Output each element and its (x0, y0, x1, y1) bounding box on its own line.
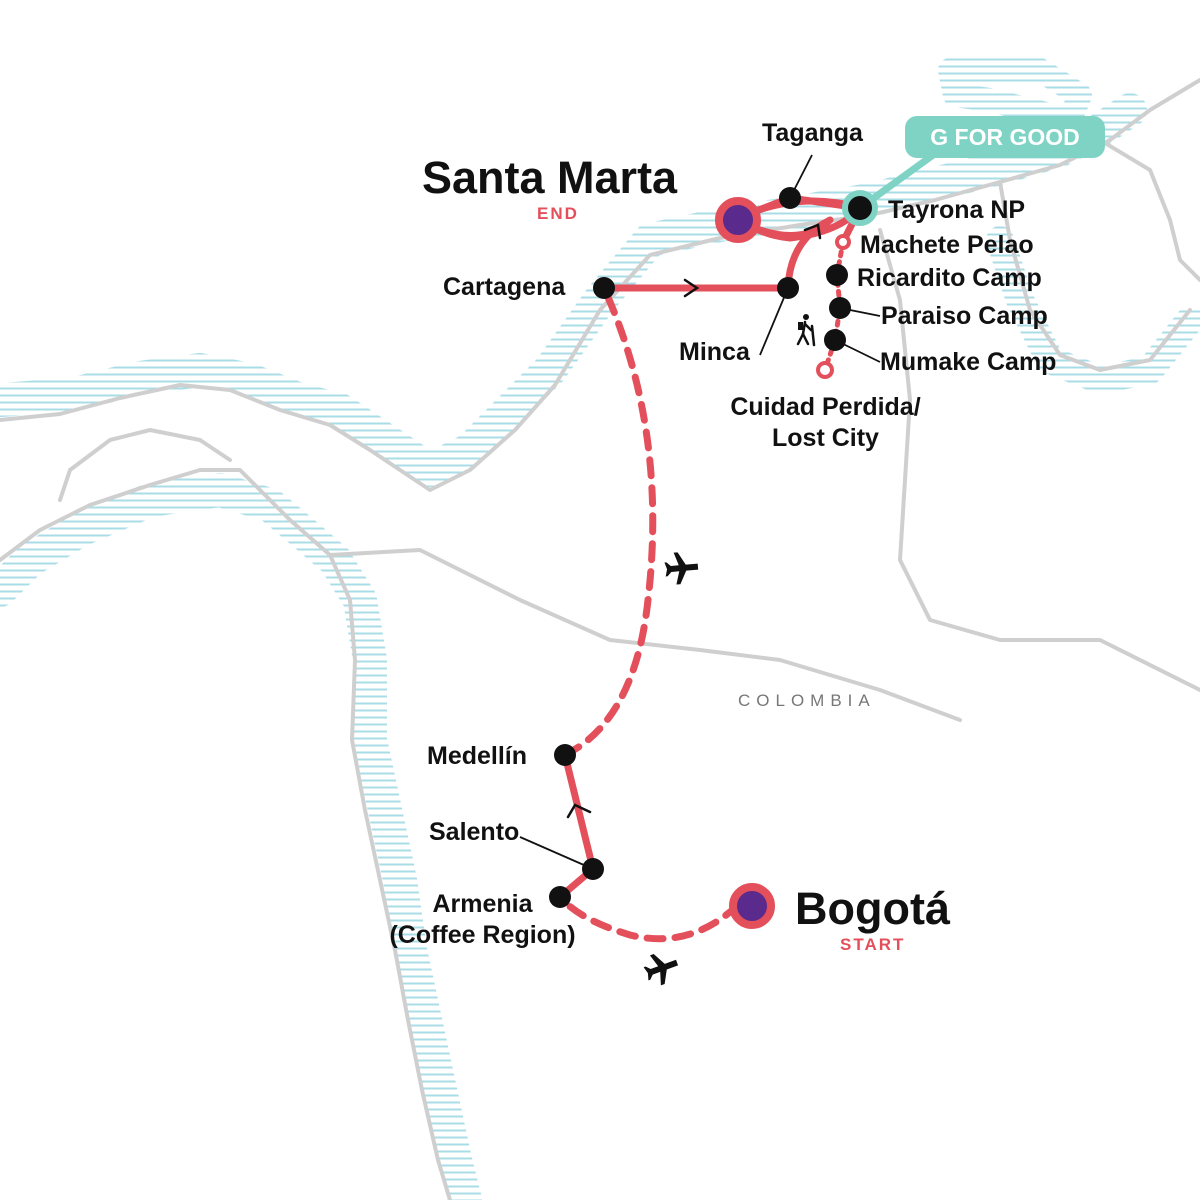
plane-icon (643, 953, 679, 986)
stop-marker-mumake (824, 329, 846, 351)
stop-marker-machete (835, 234, 851, 250)
stop-marker-minca (777, 277, 799, 299)
stop-label-paraiso: Paraiso Camp (881, 302, 1048, 330)
stop-marker-paraiso (829, 297, 851, 319)
endpoint-marker-santa-marta (715, 197, 761, 243)
stop-label-cartagena: Cartagena (443, 273, 566, 301)
flight-medellin-cartagena (561, 284, 657, 759)
stop-label-taganga: Taganga (762, 119, 863, 147)
stop-label-mumake: Mumake Camp (880, 348, 1057, 376)
stop-marker-medellin (554, 744, 576, 766)
stop-label-ricardito: Ricardito Camp (857, 264, 1042, 292)
coastlines (0, 78, 1200, 1200)
stop-label-lost-city-line1: Cuidad Perdida/ (730, 393, 921, 421)
stop-label-salento: Salento (429, 818, 520, 846)
coastal-sea-hatch (0, 58, 1200, 1200)
endpoint-marker-bogota (729, 883, 775, 929)
stop-label-tayrona: Tayrona NP (888, 196, 1026, 224)
stop-marker-lost-city (816, 361, 834, 379)
stop-label-machete: Machete Pelao (860, 231, 1034, 259)
stop-marker-salento (582, 858, 604, 880)
stop-marker-ricardito (826, 264, 848, 286)
plane-icon (664, 552, 699, 585)
route-salento-medellin (561, 751, 597, 873)
stop-marker-cartagena (593, 277, 615, 299)
stop-label-medellin: Medellín (427, 742, 528, 770)
end-city-label: Santa Marta (422, 152, 678, 203)
stop-label-lost-city: Cuidad Perdida/ Lost City (713, 392, 938, 455)
label-leader-lines (519, 154, 881, 870)
stop-label-armenia-line1: Armenia (432, 890, 533, 918)
stop-marker-tayrona (842, 190, 878, 226)
direction-arrow-icon (566, 223, 822, 819)
hiker-icon (796, 314, 816, 347)
stop-marker-taganga (779, 187, 801, 209)
country-label: COLOMBIA (738, 691, 876, 710)
stop-label-armenia: Armenia (Coffee Region) (380, 889, 585, 952)
end-tag: END (537, 204, 579, 223)
start-city-label: Bogotá (795, 883, 950, 934)
stop-marker-armenia (549, 886, 571, 908)
stop-markers (549, 187, 851, 908)
start-tag: START (840, 935, 906, 954)
stop-label-lost-city-line2: Lost City (772, 424, 879, 453)
flight-bogota-armenia (556, 893, 742, 943)
g-for-good-badge: G FOR GOOD (905, 116, 1105, 158)
stop-label-armenia-line2: (Coffee Region) (389, 921, 576, 950)
stop-label-minca: Minca (679, 338, 750, 366)
